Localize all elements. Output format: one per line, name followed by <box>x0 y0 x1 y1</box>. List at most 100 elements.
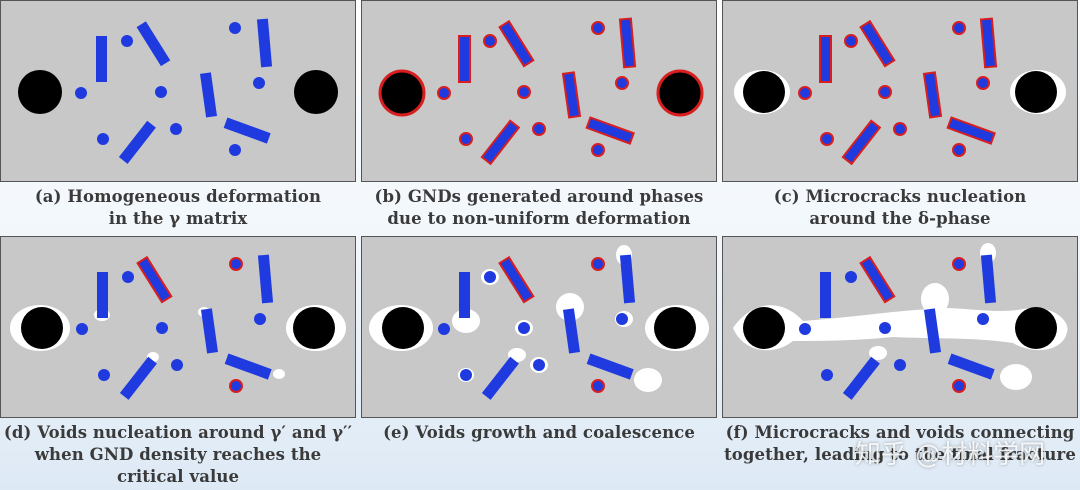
precipitates <box>76 254 274 400</box>
gamma-prime-particle <box>229 379 243 393</box>
gamma-prime-particle <box>977 313 989 325</box>
gamma-double-prime-rod <box>200 308 219 354</box>
gamma-double-prime-rod <box>586 353 634 380</box>
gamma-prime-particle <box>156 322 168 334</box>
diagram-c <box>734 17 1066 166</box>
gamma-prime-particle <box>591 257 605 271</box>
panel-a <box>0 0 356 182</box>
precipitates <box>75 18 273 164</box>
gamma-double-prime-rod <box>223 117 271 144</box>
diagram-f <box>733 243 1068 400</box>
gamma-double-prime-rod <box>980 254 997 304</box>
gamma-double-prime-rod <box>619 254 636 304</box>
gamma-double-prime-rod <box>841 119 882 166</box>
gamma-prime-particle <box>894 359 906 371</box>
gamma-prime-particle <box>460 369 472 381</box>
precipitates <box>437 17 637 166</box>
gamma-prime-particle <box>76 323 88 335</box>
panel-f <box>722 236 1078 418</box>
gamma-double-prime-rod <box>859 19 896 68</box>
void <box>869 346 887 360</box>
caption-e: (e) Voids growth and coalescence <box>383 423 695 442</box>
caption-d: (d) Voids nucleation around γ′ and γ′′ w… <box>3 423 353 486</box>
gamma-double-prime-rod <box>96 36 107 82</box>
delta-phase-left <box>382 307 424 349</box>
gamma-prime-particle <box>155 86 167 98</box>
gamma-double-prime-rod <box>820 272 831 318</box>
delta-phase-right <box>656 69 704 117</box>
gamma-double-prime-rod <box>842 356 880 400</box>
delta-phase-left <box>743 71 785 113</box>
gamma-prime-particle <box>229 257 243 271</box>
gamma-double-prime-rod <box>119 356 157 400</box>
gamma-prime-particle <box>879 322 891 334</box>
caption-c: (c) Microcracks nucleation around the δ-… <box>773 187 1027 228</box>
gamma-prime-particle <box>484 271 496 283</box>
gamma-double-prime-rod <box>136 21 171 67</box>
gamma-prime-particle <box>121 35 133 47</box>
precipitates <box>798 17 998 166</box>
panel-d <box>0 236 356 418</box>
delta-phase-left <box>21 307 63 349</box>
gamma-double-prime-rod <box>136 255 173 304</box>
gamma-double-prime-rod <box>922 71 943 119</box>
gamma-double-prime-rod <box>224 353 272 380</box>
gamma-prime-particle <box>952 143 966 157</box>
gamma-prime-particle <box>75 87 87 99</box>
gamma-double-prime-rod <box>859 255 896 304</box>
void <box>634 368 662 392</box>
panel-b <box>361 0 717 182</box>
gamma-prime-particle <box>229 144 241 156</box>
gamma-prime-particle <box>952 257 966 271</box>
gamma-double-prime-rod <box>561 71 582 119</box>
diagram-a <box>18 18 338 164</box>
void <box>1000 364 1032 390</box>
gamma-prime-particle <box>591 21 605 35</box>
void <box>556 293 584 321</box>
gamma-double-prime-rod <box>947 353 995 380</box>
delta-phase-right <box>293 307 335 349</box>
gamma-prime-particle <box>517 85 531 99</box>
gamma-double-prime-rod <box>618 17 637 69</box>
void <box>921 283 949 315</box>
delta-phase-left <box>378 69 426 117</box>
void <box>508 348 526 362</box>
gamma-double-prime-rod <box>819 35 832 83</box>
gamma-prime-particle <box>616 313 628 325</box>
diagram-b <box>378 17 704 166</box>
gamma-prime-particle <box>976 76 990 90</box>
gamma-prime-particle <box>483 34 497 48</box>
gamma-double-prime-rod <box>946 116 996 145</box>
gamma-double-prime-rod <box>199 72 218 118</box>
gamma-prime-particle <box>97 133 109 145</box>
gamma-double-prime-rod <box>256 18 273 68</box>
gamma-prime-particle <box>799 323 811 335</box>
gamma-prime-particle <box>533 359 545 371</box>
gamma-double-prime-rod <box>585 116 635 145</box>
caption-a: (a) Homogeneous deformation in the γ mat… <box>34 187 322 228</box>
gamma-double-prime-rod <box>459 272 470 318</box>
delta-phase-left <box>18 70 62 114</box>
gamma-prime-particle <box>122 271 134 283</box>
gamma-prime-particle <box>98 369 110 381</box>
gamma-prime-particle <box>821 369 833 381</box>
gamma-prime-particle <box>820 132 834 146</box>
gamma-prime-particle <box>845 271 857 283</box>
panel-c <box>722 0 1078 182</box>
precipitates <box>799 254 997 400</box>
gamma-prime-particle <box>844 34 858 48</box>
gamma-double-prime-rod <box>480 119 521 166</box>
delta-phase-right <box>1015 307 1057 349</box>
gamma-double-prime-rod <box>562 308 581 354</box>
delta-phase-right <box>294 70 338 114</box>
void <box>273 369 285 379</box>
gamma-prime-particle <box>253 77 265 89</box>
gamma-prime-particle <box>591 379 605 393</box>
gamma-prime-particle <box>438 323 450 335</box>
gamma-prime-particle <box>952 379 966 393</box>
caption-b: (b) GNDs generated around phases due to … <box>374 187 704 228</box>
diagram-d <box>10 254 346 400</box>
gamma-prime-particle <box>893 122 907 136</box>
gamma-prime-particle <box>518 322 530 334</box>
gamma-prime-particle <box>171 359 183 371</box>
